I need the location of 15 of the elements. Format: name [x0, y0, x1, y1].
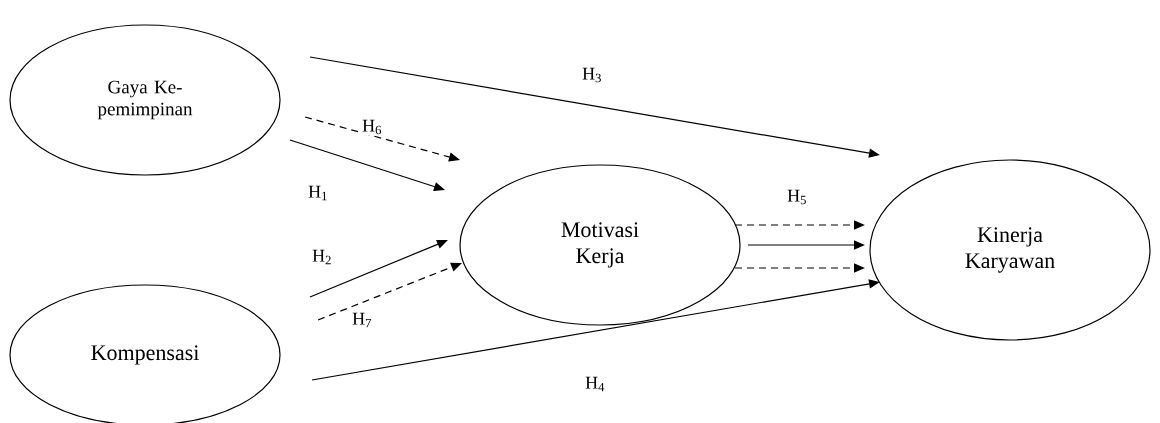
arrow: [317, 262, 462, 321]
edge-label: H$_{6}$: [361, 118, 383, 136]
edge-label: H$_{7}$: [351, 311, 373, 329]
arrow: [309, 239, 448, 298]
arrow: [311, 279, 880, 381]
edge-label: H$_{5}$: [786, 188, 808, 206]
edge-label: H$_{4}$: [584, 375, 606, 393]
ellipse-node: Kinerja Karyawan: [869, 159, 1151, 341]
edge-label: H$_{1}$: [307, 184, 329, 202]
edge-label: H$_{3}$: [581, 66, 603, 84]
ellipse-node: Gaya Ke-pemimpinan: [9, 24, 281, 176]
edge-label: H$_{2}$: [311, 248, 333, 266]
ellipse-node: Motivasi Kerja: [459, 164, 741, 326]
arrow: [309, 56, 880, 158]
arrow: [304, 116, 460, 162]
